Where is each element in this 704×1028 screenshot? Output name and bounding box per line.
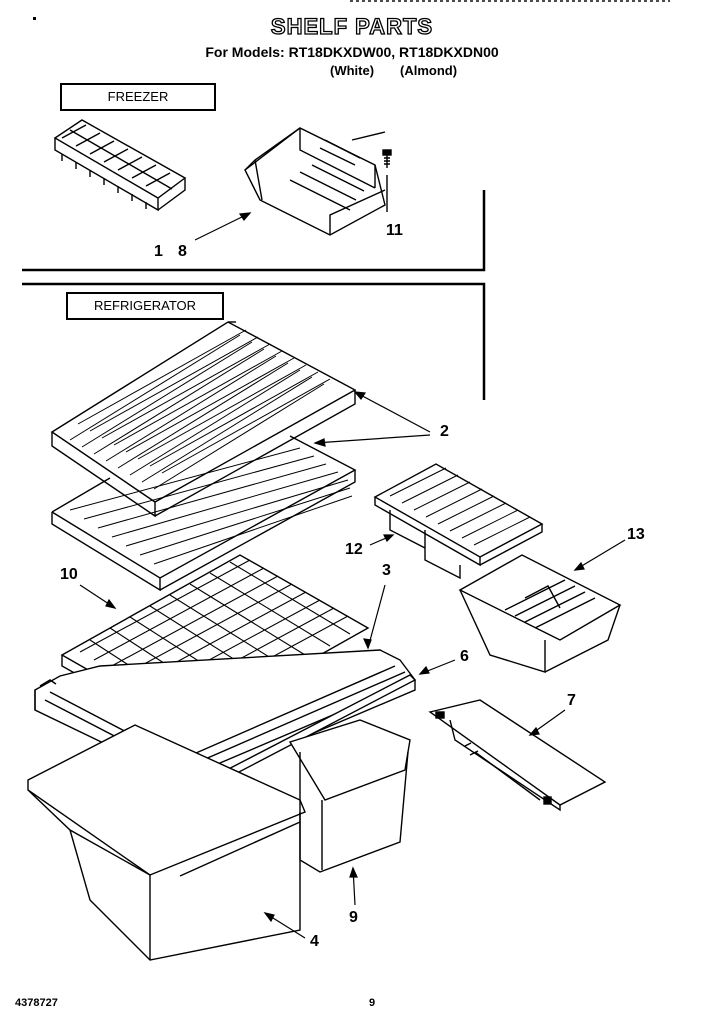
control-housing xyxy=(428,699,607,812)
meat-keeper-cover xyxy=(373,463,544,580)
page-title: SHELF PARTS xyxy=(270,13,434,39)
refrigerator-shelf-middle xyxy=(51,435,357,592)
callout-1: 1 xyxy=(154,243,163,260)
corner-mark xyxy=(33,17,36,20)
freezer-label: FREEZER xyxy=(60,83,216,111)
freezer-shelf xyxy=(244,127,386,236)
callout-10: 10 xyxy=(60,566,78,583)
callout-4: 4 xyxy=(310,933,319,950)
variant-almond: (Almond) xyxy=(400,63,458,78)
screw xyxy=(382,149,392,212)
crisper-drawer-left xyxy=(27,724,306,961)
ice-tray xyxy=(53,119,187,212)
callout-12: 12 xyxy=(345,541,363,558)
callout-6: 6 xyxy=(460,648,469,665)
refrigerator-shelf-top xyxy=(50,321,357,518)
callout-11: 11 xyxy=(386,222,403,239)
scan-artifact xyxy=(350,0,670,2)
page-number: 9 xyxy=(369,997,376,1009)
document-number: 4378727 xyxy=(15,997,58,1009)
callout-2: 2 xyxy=(440,423,449,440)
refrigerator-label: REFRIGERATOR xyxy=(66,292,224,320)
variant-white: (White) xyxy=(330,63,375,78)
callout-7: 7 xyxy=(567,692,576,709)
callout-9: 9 xyxy=(349,909,358,926)
crisper-drawer-right xyxy=(288,719,411,873)
meat-keeper-drawer xyxy=(458,554,622,673)
callout-3: 3 xyxy=(382,562,391,579)
callout-8: 8 xyxy=(178,243,187,260)
model-numbers: For Models: RT18DKXDW00, RT18DKXDN00 xyxy=(205,44,499,60)
callout-13: 13 xyxy=(627,526,645,543)
